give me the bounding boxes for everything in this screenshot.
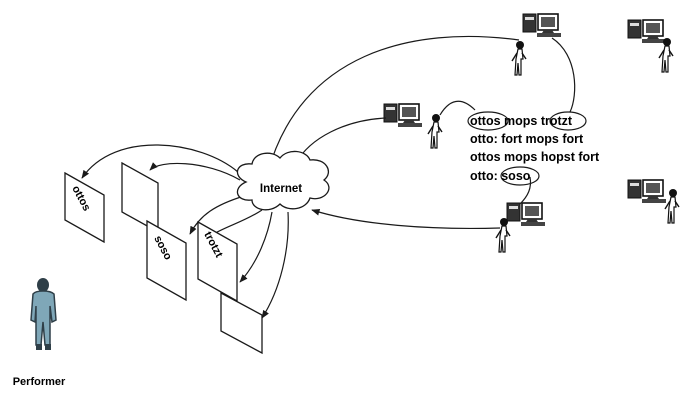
cloud-icon bbox=[236, 150, 330, 211]
panel-blank-1 bbox=[121, 161, 159, 234]
station-middle-left bbox=[383, 103, 443, 149]
computer-user-icon bbox=[627, 19, 667, 44]
panel-blank-2 bbox=[220, 291, 263, 355]
user-figure-icon bbox=[511, 40, 527, 76]
computer-user-icon bbox=[506, 202, 546, 227]
message-line: ottos mops hopst fort bbox=[470, 150, 600, 164]
station-bottom-center bbox=[495, 202, 546, 253]
internet-cloud: Internet bbox=[236, 150, 330, 211]
station-middle-right bbox=[627, 179, 680, 224]
user-figure-icon bbox=[495, 217, 511, 253]
panel-trotzt: trotzt bbox=[197, 220, 238, 303]
station-top-center bbox=[511, 13, 562, 76]
station-top-right bbox=[627, 19, 674, 73]
bubble-ottos bbox=[467, 111, 509, 131]
bubble-trotzt bbox=[549, 111, 587, 131]
computer-user-icon bbox=[522, 13, 562, 38]
message-block: ottos mops trotzt otto: fort mops fort o… bbox=[467, 111, 600, 186]
message-line: otto: fort mops fort bbox=[470, 132, 584, 146]
user-figure-icon bbox=[427, 113, 443, 149]
computer-user-icon bbox=[383, 103, 423, 128]
message-line: ottos mops trotzt bbox=[470, 114, 573, 128]
computer-user-icon bbox=[627, 179, 667, 204]
performer-figure-icon bbox=[30, 278, 57, 350]
user-figure-icon bbox=[658, 37, 674, 73]
performer: Performer bbox=[13, 278, 66, 388]
bubble-soso bbox=[500, 166, 540, 186]
panel-soso: soso bbox=[146, 219, 187, 302]
connection-arrows bbox=[81, 35, 576, 319]
user-figure-icon bbox=[664, 188, 680, 224]
message-line: otto: soso bbox=[470, 169, 531, 183]
performer-label: Performer bbox=[13, 376, 66, 388]
panel-ottos: ottos bbox=[64, 171, 105, 244]
cloud-label: Internet bbox=[260, 183, 302, 195]
